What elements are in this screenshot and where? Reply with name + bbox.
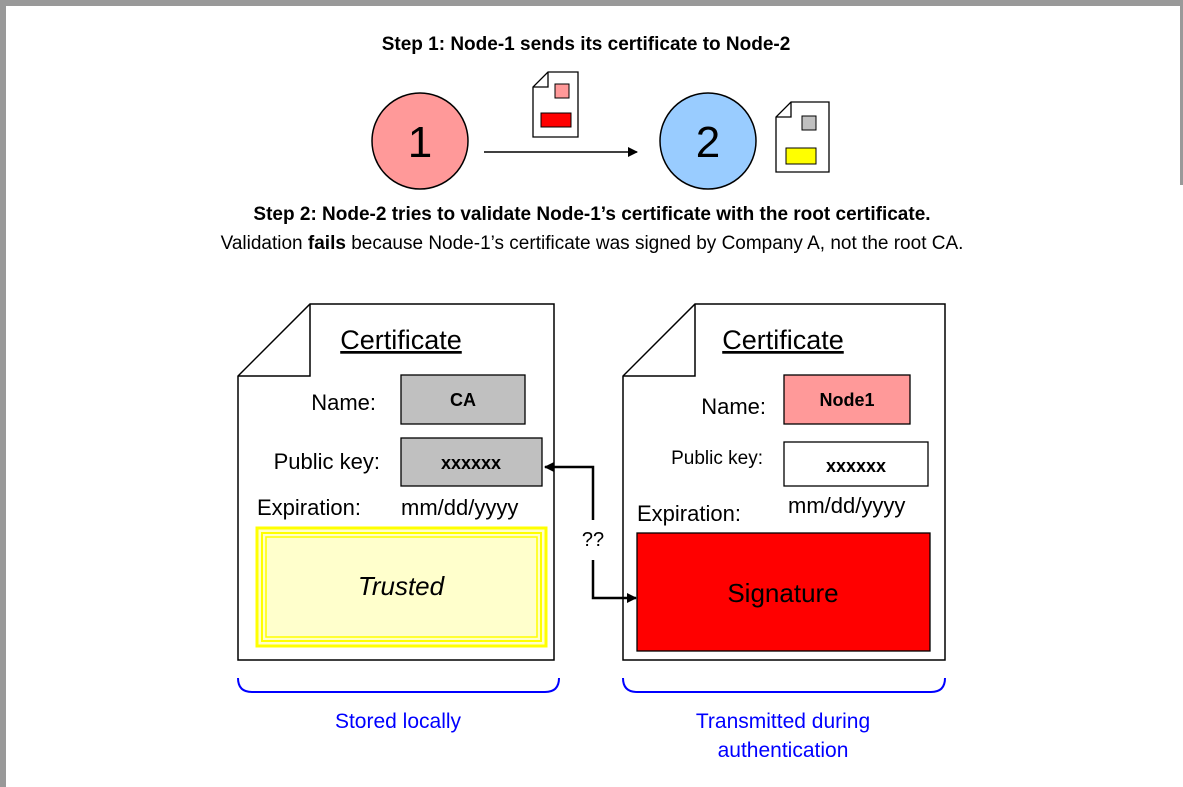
node2: 2: [659, 92, 757, 190]
node1-cert-key-label: Public key:: [671, 448, 763, 469]
root-cert-name-box: [400, 374, 526, 425]
root-cert-name-label: Name:: [311, 390, 376, 415]
node1-circle: [371, 92, 469, 190]
node1-cert-icon: [532, 71, 579, 138]
trusted-label: Trusted: [358, 571, 446, 601]
node1-cert-name-value: Node1: [819, 390, 874, 410]
root-certificate: Certificate Name: CA Public key: xxxxxx …: [237, 303, 555, 661]
node1-cert-key-box: [783, 441, 929, 487]
transmitted-brace: [622, 677, 946, 693]
stored-locally-brace: [237, 677, 560, 693]
node1-certificate: Certificate Name: Node1 Public key: xxxx…: [622, 303, 946, 661]
stored-locally-caption: Stored locally: [335, 710, 462, 733]
root-cert-key-box: [400, 437, 543, 487]
transmitted-caption-line1: Transmitted during: [696, 710, 870, 733]
root-cert-exp-label: Expiration:: [257, 495, 361, 520]
node2-cert-icon: [775, 101, 830, 173]
root-cert-fold: [238, 304, 311, 377]
root-cert-key-value: xxxxxx: [441, 453, 501, 473]
node1-cert-exp-label: Expiration:: [637, 501, 741, 526]
node1-cert-exp-value: mm/dd/yyyy: [788, 493, 905, 518]
step2-desc-after: because Node-1’s certificate was signed …: [346, 233, 963, 254]
step1-title: Step 1: Node-1 sends its certificate to …: [382, 34, 791, 55]
frame-top-border: [0, 0, 1183, 6]
question-label: ??: [582, 529, 604, 551]
node1-cert-name-label: Name:: [701, 394, 766, 419]
frame-left-border: [0, 0, 6, 787]
node1-cert-key-value: xxxxxx: [826, 456, 886, 476]
root-cert-exp-value: mm/dd/yyyy: [401, 495, 518, 520]
frame-right-border: [1180, 0, 1183, 185]
signature-box: [636, 532, 931, 652]
step2-description: Validation fails because Node-1’s certif…: [221, 233, 964, 254]
node1-cert-name-box: [783, 374, 911, 425]
node1-cert-title: Certificate: [722, 325, 844, 355]
node1-label: 1: [408, 118, 432, 167]
node1: 1: [371, 92, 469, 190]
node2-circle: [659, 92, 757, 190]
signature-label: Signature: [727, 578, 838, 608]
node1-cert-fold: [623, 304, 696, 377]
node2-label: 2: [696, 118, 720, 167]
transmitted-caption-line2: authentication: [718, 739, 849, 762]
validation-connector: ??: [544, 462, 637, 603]
step2-desc-bold: fails: [308, 233, 346, 254]
root-cert-name-value: CA: [450, 390, 476, 410]
trusted-box: Trusted: [255, 526, 548, 648]
step2-title: Step 2: Node-2 tries to validate Node-1’…: [253, 204, 930, 225]
root-cert-key-label: Public key:: [274, 449, 380, 474]
root-cert-title: Certificate: [340, 325, 462, 355]
step2-desc-before: Validation: [221, 233, 308, 254]
